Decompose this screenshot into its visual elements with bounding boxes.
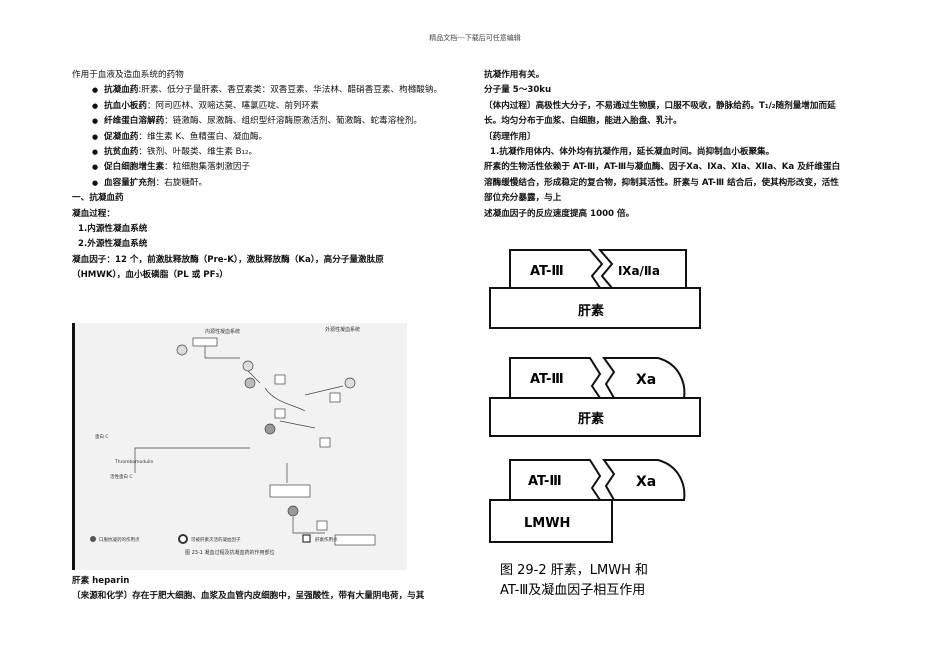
heparin-section: 肝素 heparin 〔来源和化学〕存在于肥大细胞、血浆及血管内皮细胞中，呈强酸… — [72, 574, 467, 605]
figure-label-heparin: 肝素 — [578, 303, 604, 319]
figure-label-factor: Xa — [636, 372, 656, 388]
process-item: 1.内源性凝血系统 — [78, 224, 148, 235]
cascade-caption: 图 23-1 凝血过程及抗凝血药的作用部位 — [185, 549, 275, 556]
drug-item: 抗血小板药：阿司匹林、双嘧达莫、噻氯匹啶、前列环素 — [92, 99, 460, 115]
drug-item: 血容量扩充剂：右旋糖酐。 — [92, 176, 460, 192]
legend-item: 口服抗凝药的作用点 — [99, 536, 140, 543]
text-line: 溶酶缓慢结合，形成稳定的复合物，抑制其活性。肝素与 AT-Ⅲ 结合后，使其构形改… — [484, 177, 839, 188]
coagulation-cascade-figure: 内源性凝血系统 外源性凝血系统 蛋白 C Thr — [72, 323, 407, 570]
text-line: 分子量 5～30ku — [484, 85, 552, 96]
drug-list: 抗凝血药:肝素、低分子量肝素、香豆素类：双香豆素、华法林、醋硝香豆素、枸橼酸钠。… — [72, 83, 460, 191]
source-line: 〔来源和化学〕存在于肥大细胞、血浆及血管内皮细胞中，呈强酸性，带有大量阴电荷，与… — [72, 591, 425, 602]
figure-label-at3: AT-Ⅲ — [530, 372, 564, 387]
figure-label-lmwh: LMWH — [524, 516, 570, 531]
cascade-label-extrinsic: 外源性凝血系统 — [325, 326, 360, 333]
legend-oral-anticoagulant-icon — [90, 536, 96, 542]
text-line: 〔药理作用〕 — [484, 131, 536, 142]
right-column: 抗凝作用有关。 分子量 5～30ku 〔体内过程〕高极性大分子，不易通过生物膜，… — [484, 68, 882, 222]
process-heading: 凝血过程： — [72, 208, 115, 219]
section-heading: 一、抗凝血药 — [72, 193, 124, 204]
text-line: 1.抗凝作用体内、体外均有抗凝作用，延长凝血时间。尚抑制血小板聚集。 — [490, 147, 775, 158]
svg-text:Thrombomodulin: Thrombomodulin — [114, 459, 153, 465]
left-column: 作用于血液及造血系统的药物 抗凝血药:肝素、低分子量肝素、香豆素类：双香豆素、华… — [72, 68, 460, 284]
factors-line: （HMWK），血小板磷脂（PL 或 PF₃） — [72, 270, 228, 281]
figure-label-heparin: 肝素 — [578, 411, 604, 427]
figure-caption: 图 29-2 肝素，LMWH 和 — [500, 563, 648, 578]
legend-item: 肝素作用点 — [315, 536, 338, 543]
page-header: 精品文档---下载后可任意编辑 — [429, 34, 521, 42]
text-line: 长。均匀分布于血浆、白细胞，能进入胎盘、乳汁。 — [484, 116, 682, 127]
heparin-interaction-figure: AT-Ⅲ Ⅸa/Ⅱa 肝素 AT-Ⅲ Xa 肝素 AT-Ⅲ Xa LMWH 图 … — [488, 236, 704, 608]
heparin-title: 肝素 heparin — [72, 576, 130, 586]
figure-label-at3: AT-Ⅲ — [530, 264, 564, 279]
process-item: 2.外源性凝血系统 — [78, 239, 148, 250]
svg-text:蛋白 C: 蛋白 C — [95, 433, 109, 440]
figure-label-factor: Xa — [636, 474, 656, 490]
figure-caption: AT-Ⅲ及凝血因子相互作用 — [500, 582, 645, 598]
drug-item: 抗贫血药：铁剂、叶酸类、维生素 B₁₂。 — [92, 145, 460, 161]
svg-text:活性蛋白 C: 活性蛋白 C — [110, 473, 133, 480]
text-line: 述凝血因子的反应速度提高 1000 倍。 — [484, 208, 635, 219]
figure-label-at3: AT-Ⅲ — [528, 474, 562, 489]
text-line: 部位充分暴露，与上 — [484, 193, 562, 204]
drug-item: 促白细胞增生素：粒细胞集落刺激因子 — [92, 160, 460, 176]
text-line: 肝素的生物活性依赖于 AT-Ⅲ，AT-Ⅲ与凝血酶、因子Ⅹa、Ⅸa、Ⅺa、Ⅻa、K… — [484, 162, 841, 173]
text-line: 抗凝作用有关。 — [484, 70, 545, 80]
drug-item: 抗凝血药:肝素、低分子量肝素、香豆素类：双香豆素、华法林、醋硝香豆素、枸橼酸钠。 — [92, 83, 460, 99]
drug-item: 纤维蛋白溶解药：链激酶、尿激酶、组织型纤溶酶原激活剂、葡激酶、蛇毒溶栓剂。 — [92, 114, 460, 130]
cascade-label-intrinsic: 内源性凝血系统 — [205, 328, 240, 335]
legend-heparin-site-icon — [302, 534, 311, 543]
drug-item: 促凝血药：维生素 K、鱼精蛋白、凝血酶。 — [92, 130, 460, 146]
intro-line: 作用于血液及造血系统的药物 — [72, 70, 184, 80]
factors-line: 凝血因子：12 个，前激肽释放酶（Pre-K），激肽释放酶（Ka），高分子量激肽… — [72, 254, 384, 265]
legend-heparin-factor-icon — [178, 534, 188, 544]
legend-item: 可被肝素灭活的凝血因子 — [191, 536, 241, 543]
text-line: 〔体内过程〕高极性大分子，不易通过生物膜，口服不吸收，静脉给药。T₁/₂随剂量增… — [484, 100, 836, 111]
figure-label-factor: Ⅸa/Ⅱa — [618, 264, 660, 278]
